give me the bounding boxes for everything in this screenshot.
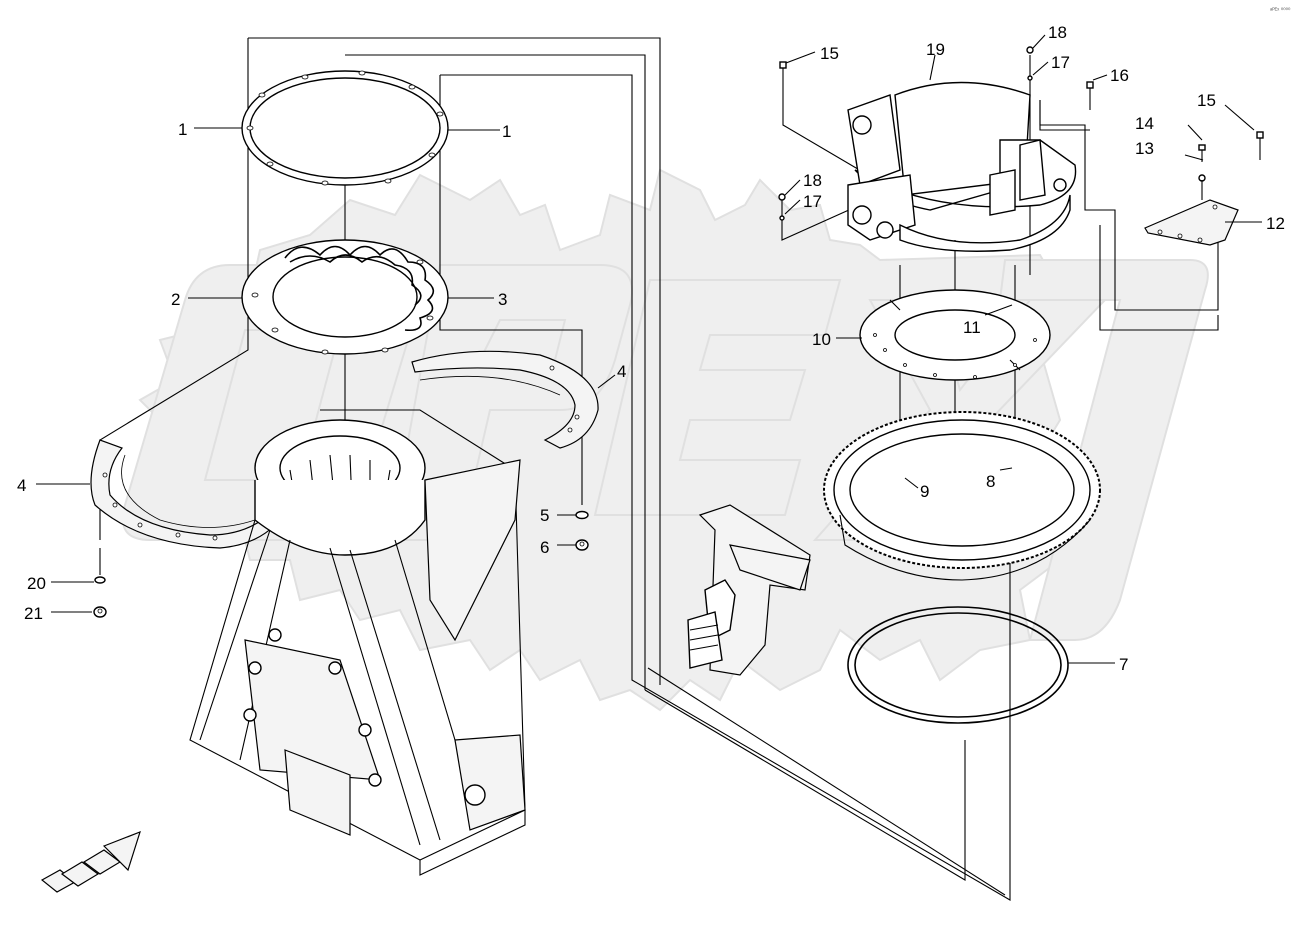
callout-4-left: 4 bbox=[17, 476, 26, 495]
callout-2: 2 bbox=[171, 290, 180, 309]
part-12-plate bbox=[1144, 199, 1239, 246]
callout-17-top: 17 bbox=[1051, 53, 1070, 72]
callout-14: 14 bbox=[1135, 114, 1154, 133]
callout-18-top: 18 bbox=[1048, 23, 1067, 42]
callout-3: 3 bbox=[498, 290, 507, 309]
slewing-ring-gear bbox=[823, 411, 1101, 581]
callout-4-right: 4 bbox=[617, 362, 626, 381]
turntable-pedestal bbox=[189, 409, 526, 876]
callout-18-left: 18 bbox=[803, 171, 822, 190]
part-10-ring bbox=[859, 289, 1051, 381]
callout-15-left: 15 bbox=[820, 44, 839, 63]
part-1-gasket bbox=[241, 70, 449, 186]
callout-8: 8 bbox=[986, 472, 995, 491]
part-2-flange bbox=[241, 239, 449, 355]
callout-19: 19 bbox=[926, 40, 945, 59]
callout-10: 10 bbox=[812, 330, 831, 349]
callout-9: 9 bbox=[920, 482, 929, 501]
callout-11: 11 bbox=[963, 318, 981, 337]
callout-12: 12 bbox=[1266, 214, 1285, 233]
callout-leaders bbox=[36, 34, 1262, 664]
callout-7: 7 bbox=[1119, 655, 1128, 674]
direction-arrow-icon bbox=[40, 830, 141, 893]
swivel-housing bbox=[847, 81, 1077, 252]
callout-1-left: 1 bbox=[178, 120, 187, 139]
part-4-half-ring-right bbox=[411, 350, 599, 449]
sensor-bracket bbox=[687, 504, 811, 676]
callout-15-right: 15 bbox=[1197, 91, 1216, 110]
callout-6: 6 bbox=[540, 538, 549, 557]
corner-tag: ᵃᴾᴱˣ ⁰⁰⁰⁰ bbox=[1270, 7, 1291, 14]
callout-21: 21 bbox=[24, 604, 43, 623]
part-7-oring bbox=[847, 606, 1069, 724]
part-3-seal bbox=[284, 245, 435, 332]
callout-16: 16 bbox=[1110, 66, 1129, 85]
callout-13: 13 bbox=[1135, 139, 1154, 158]
callout-labels: 1 1 2 3 4 4 5 6 7 8 9 10 11 12 13 14 15 … bbox=[17, 23, 1285, 674]
bolts-right bbox=[778, 46, 1264, 221]
fasteners-left bbox=[93, 510, 589, 618]
callout-20: 20 bbox=[27, 574, 46, 593]
callout-1-right: 1 bbox=[502, 122, 511, 141]
callout-5: 5 bbox=[540, 506, 549, 525]
callout-17-left: 17 bbox=[803, 192, 822, 211]
